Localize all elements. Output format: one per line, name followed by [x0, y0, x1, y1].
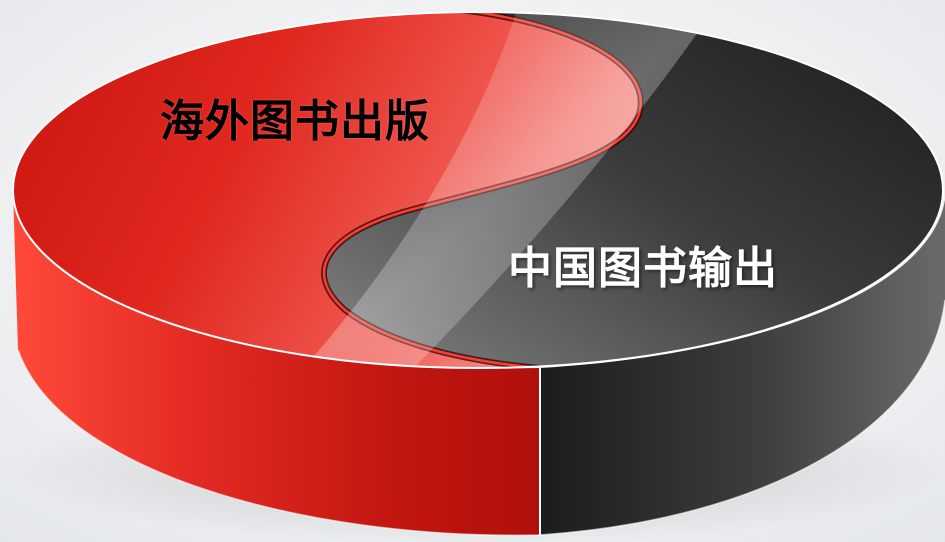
red-top-surface	[13, 12, 641, 368]
top-rim	[12, 11, 944, 369]
red-side-wall	[13, 190, 540, 536]
gray-side-wall	[540, 200, 945, 535]
segment-label-gray: 中国图书输出	[508, 243, 778, 294]
segment-label-red: 海外图书出版	[160, 96, 430, 147]
bottom-rim	[17, 299, 945, 536]
gloss-highlight	[300, 12, 720, 368]
